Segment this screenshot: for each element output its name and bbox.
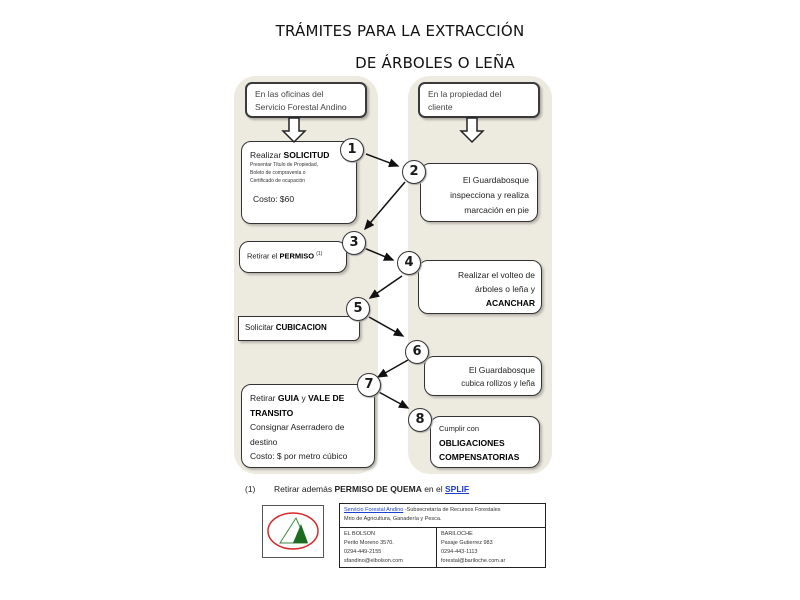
step-7-mid: y <box>299 393 309 403</box>
contact-org-rest: -Subsecretaría de Recursos Forestales <box>403 507 501 513</box>
office-header: En las oficinas del Servicio Forestal An… <box>245 82 367 118</box>
footnote-text: Retirar además PERMISO DE QUEMA en el SP… <box>274 484 469 494</box>
step-6-box: El Guardabosque cubica rollizos y leña <box>424 356 542 396</box>
splif-link-text: SPLIF <box>445 484 470 494</box>
title-line-2: DE ÁRBOLES O LEÑA <box>355 54 515 72</box>
office-header-line-2: Servicio Forestal Andino <box>255 102 347 112</box>
step-3-bold: PERMISO <box>279 251 315 261</box>
step-7-line-2: destino <box>250 436 278 447</box>
step-4-number: 4 <box>397 251 421 275</box>
el-bolson-address: Perito Moreno 3570. <box>344 540 394 546</box>
office-down-arrow <box>281 117 307 144</box>
step-3-box: Retirar el PERMISO (1) <box>239 241 347 273</box>
footnote-mid: en el <box>421 484 445 494</box>
step-1-box: Realizar SOLICITUD Presentar Título de P… <box>241 141 357 224</box>
step-6-line-1: El Guardabosque <box>468 365 535 375</box>
step-7-line-3: Costo: $ por metro cúbico <box>250 451 348 461</box>
logo <box>262 505 324 558</box>
contact-ministry: Mrio de Agricultura, Ganadería y Pesca. <box>344 516 442 522</box>
step-3-number: 3 <box>342 231 366 255</box>
arrow-7-to-8 <box>376 390 410 409</box>
arrow-4-to-5 <box>368 275 403 299</box>
step-7-prefix: Retirar <box>250 393 278 403</box>
property-header-line-2: cliente <box>428 102 453 112</box>
step-7-line-1: Consignar Aserradero de <box>250 422 345 432</box>
arrow-1-to-2 <box>365 153 400 168</box>
step-6-number: 6 <box>405 340 429 364</box>
el-bolson-city: EL BOLSON <box>344 531 375 537</box>
step-7-box: Retirar GUIA y VALE DE TRANSITO Consigna… <box>241 384 375 468</box>
arrow-5-to-6 <box>368 316 405 337</box>
step-5-box: Solicitar CUBICACION <box>238 316 360 341</box>
servicio-forestal-link[interactable]: Servicio Forestal Andino <box>344 507 404 513</box>
step-3-footnote-ref: (1) <box>316 251 323 257</box>
step-6-line-2: cubica rollizos y leña <box>461 379 535 388</box>
bariloche-phone: 0294-443-1113 <box>441 549 478 555</box>
step-2-line-2: inspecciona y realiza <box>450 190 529 200</box>
footnote-bold: PERMISO DE QUEMA <box>334 484 422 494</box>
step-4-line-1: Realizar el volteo de <box>457 270 535 280</box>
splif-link[interactable]: SPLIF <box>445 484 469 494</box>
step-1-detail-3: Certificado de ocupación <box>250 178 306 184</box>
property-header: En la propiedad del cliente <box>418 82 540 118</box>
property-down-arrow <box>459 117 485 144</box>
step-4-box: Realizar el volteo de árboles o leña y A… <box>418 260 542 314</box>
step-1-cost: Costo: $60 <box>253 194 295 204</box>
step-2-number: 2 <box>402 160 426 184</box>
step-2-line-3: marcación en pie <box>464 205 529 215</box>
arrow-3-to-4 <box>363 247 395 261</box>
bariloche-address: Pasaje Gutierrez 983 <box>441 540 493 546</box>
arrow-6-to-7 <box>376 359 409 378</box>
step-8-bold-1: OBLIGACIONES <box>439 438 505 448</box>
step-7-bold-transito: TRANSITO <box>250 407 294 418</box>
el-bolson-phone: 0294-449-2155 <box>344 549 382 555</box>
step-5-bold: CUBICACION <box>275 323 327 332</box>
footnote-prefix: Retirar además <box>274 484 335 494</box>
contact-org-cell: Servicio Forestal Andino -Subsecretaría … <box>340 504 545 528</box>
step-7-number: 7 <box>357 373 381 397</box>
arrow-2-to-3 <box>364 181 406 231</box>
step-4-bold: ACANCHAR <box>485 298 535 308</box>
step-2-line-1: El Guardabosque <box>462 175 529 185</box>
step-3-prefix: Retirar el <box>247 251 280 261</box>
step-1-detail-2: Boleto de compraventa o <box>250 170 306 176</box>
title-line-1: TRÁMITES PARA LA EXTRACCIÓN <box>275 22 525 40</box>
step-1-number: 1 <box>340 138 364 162</box>
property-header-line-1: En la propiedad del <box>428 89 502 99</box>
el-bolson-email: sfandino@elbolson.com <box>344 558 403 564</box>
footnote-marker: (1) <box>245 484 256 494</box>
logo-mountain-icon <box>267 512 319 550</box>
step-8-prefix: Cumplir con <box>439 424 480 433</box>
step-8-number: 8 <box>408 408 432 432</box>
bariloche-email: forestal@bariloche.com.ar <box>441 558 506 564</box>
contact-el-bolson: EL BOLSON Perito Moreno 3570. 0294-449-2… <box>340 528 437 568</box>
step-8-box: Cumplir con OBLIGACIONES COMPENSATORIAS <box>430 416 540 468</box>
step-4-line-2: árboles o leña y <box>474 284 535 294</box>
contact-table: Servicio Forestal Andino -Subsecretaría … <box>339 503 546 568</box>
office-header-line-1: En las oficinas del <box>255 89 324 99</box>
step-1-bold: SOLICITUD <box>283 150 330 160</box>
step-8-bold-2: COMPENSATORIAS <box>439 452 520 462</box>
step-7-bold-vale: VALE DE <box>308 393 345 403</box>
step-7-bold-guia: GUIA <box>277 393 300 403</box>
step-1-detail-1: Presentar Título de Propiedad, <box>250 162 319 168</box>
step-5-prefix: Solicitar <box>245 323 276 332</box>
bariloche-city: BARILOCHE <box>441 531 473 537</box>
contact-bariloche: BARILOCHE Pasaje Gutierrez 983 0294-443-… <box>437 528 545 568</box>
step-1-prefix: Realizar <box>250 150 284 160</box>
step-5-number: 5 <box>346 297 370 321</box>
step-2-box: El Guardabosque inspecciona y realiza ma… <box>420 163 538 222</box>
